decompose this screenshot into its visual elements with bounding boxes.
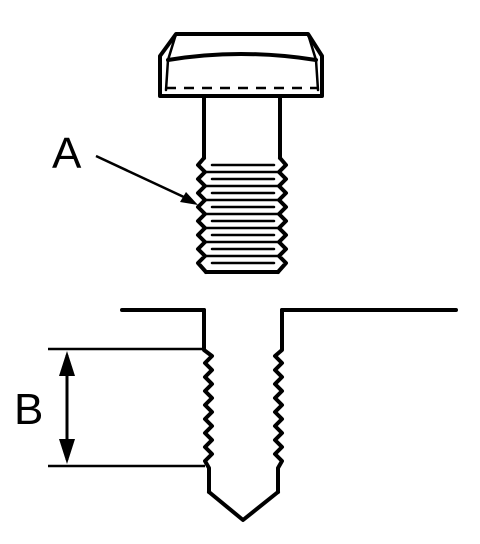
bolt-flange-head — [158, 32, 324, 98]
bolt-head-side-right — [306, 32, 320, 92]
dimension-b-arrow-bottom — [59, 439, 75, 464]
bolt-thread — [196, 156, 288, 274]
bolt — [158, 32, 324, 274]
label-b: B — [14, 385, 43, 434]
bolt-head-side-left — [164, 32, 178, 92]
bolt-shank — [202, 94, 282, 160]
bolt-head-chamfer-line — [166, 52, 318, 62]
label-a-arrowhead — [180, 192, 198, 205]
hole-wall-left — [202, 308, 214, 494]
dimension-b — [48, 347, 205, 468]
threaded-hole-workpiece — [120, 308, 458, 522]
label-a-leader-line — [95, 154, 187, 200]
hole-drill-tip — [207, 490, 280, 522]
hole-wall-right — [273, 308, 284, 494]
dimension-b-arrow-top — [59, 351, 75, 376]
label-a: A — [52, 129, 82, 178]
